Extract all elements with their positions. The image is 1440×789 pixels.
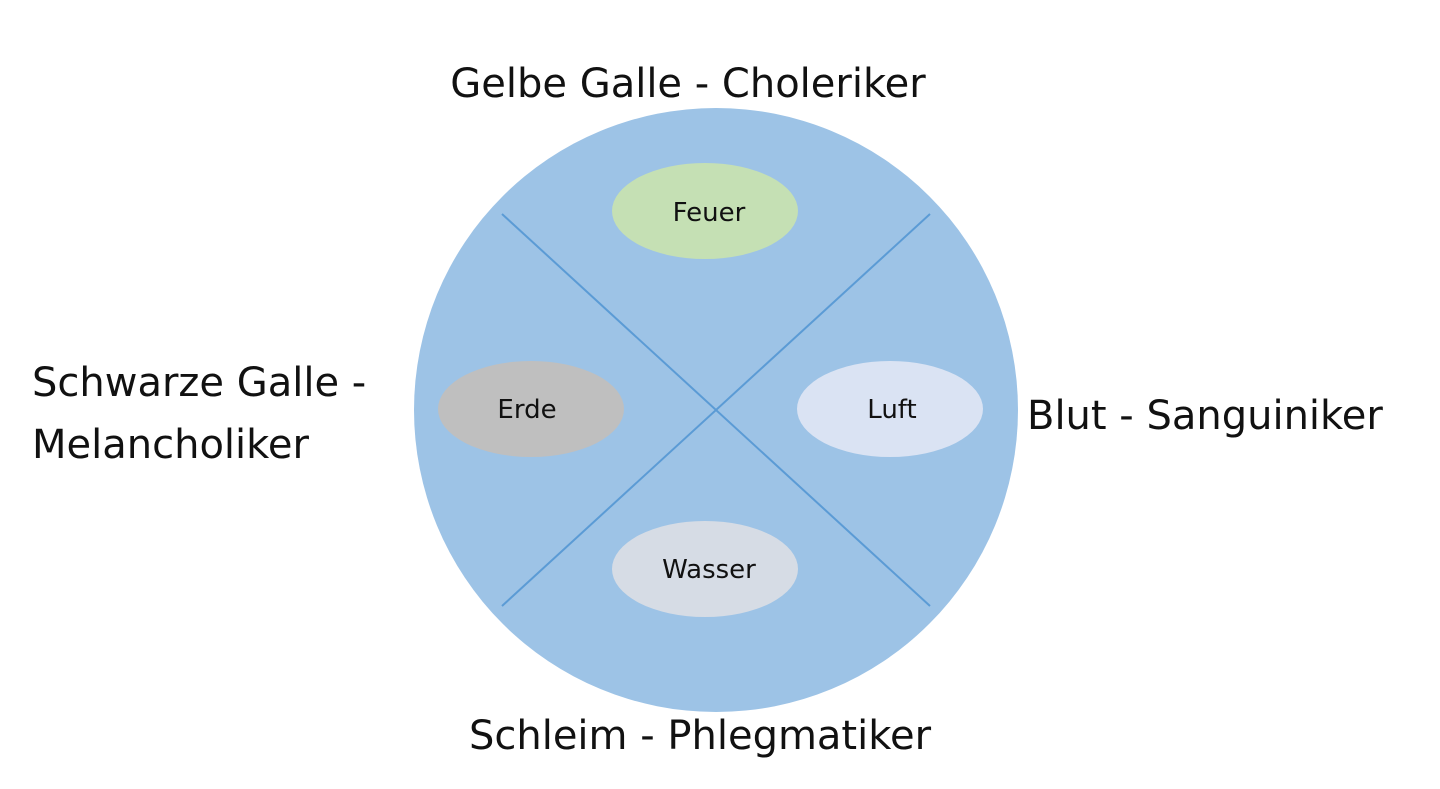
humor-label-bottom: Schleim - Phlegmatiker	[468, 713, 932, 759]
element-wasser-ellipse	[612, 521, 798, 617]
element-erde: Erde	[438, 361, 624, 457]
element-wasser-label: Wasser	[662, 555, 756, 585]
element-erde-label: Erde	[497, 395, 556, 425]
element-feuer-ellipse	[612, 163, 798, 259]
humor-label-right: Blut - Sanguiniker	[1027, 393, 1383, 439]
humor-label-left: Schwarze Galle - Melancholiker	[32, 352, 366, 476]
element-luft-label: Luft	[867, 395, 916, 425]
humor-label-left-line-1: Schwarze Galle -	[32, 360, 367, 406]
element-luft-ellipse	[797, 361, 983, 457]
element-luft: Luft	[797, 361, 983, 457]
humor-label-top: Gelbe Galle - Choleriker	[450, 61, 926, 107]
element-feuer-label: Feuer	[673, 198, 746, 228]
element-wasser: Wasser	[612, 521, 798, 617]
divider-line-diagonal-2	[501, 213, 931, 607]
element-feuer: Feuer	[612, 163, 798, 259]
humor-label-left-line-2: Melancholiker	[32, 422, 309, 468]
element-erde-ellipse	[438, 361, 624, 457]
